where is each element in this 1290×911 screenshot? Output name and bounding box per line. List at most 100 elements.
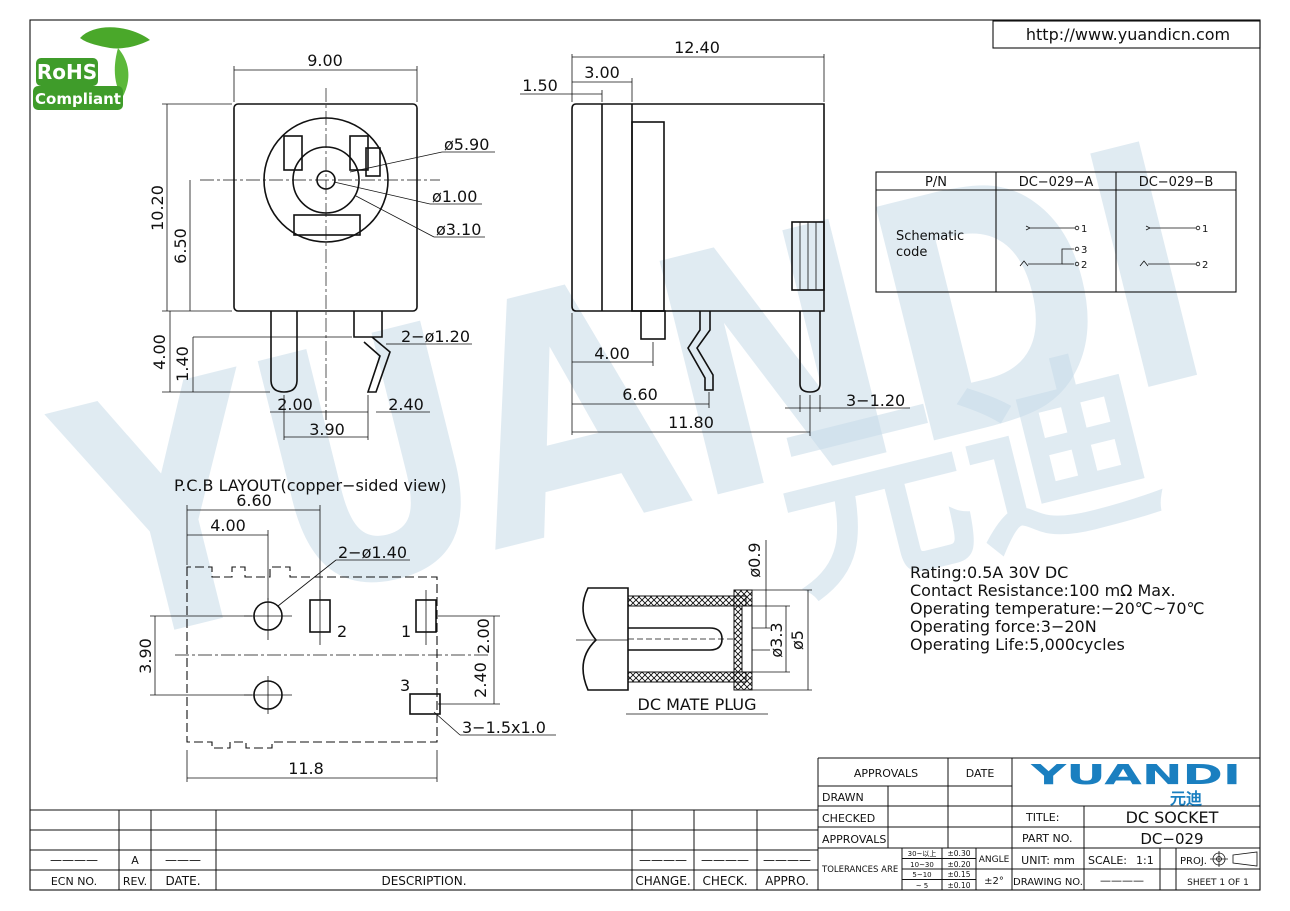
pcb-width: 11.8 — [288, 759, 324, 778]
dim-side-pin-a: 4.00 — [594, 344, 630, 363]
pcb-hole: 2−ø1.40 — [338, 543, 407, 562]
spec-temperature: Operating temperature:−20℃~70℃ — [910, 599, 1205, 618]
approvals-label: APPROVALS — [822, 833, 886, 846]
yuandi-logo-cjk: 元迪 — [1170, 789, 1202, 808]
spec-resistance: Contact Resistance:100 mΩ Max. — [910, 581, 1176, 600]
spec-force: Operating force:3−20N — [910, 617, 1097, 636]
svg-text:1: 1 — [1081, 224, 1087, 235]
checked-label: CHECKED — [822, 812, 875, 825]
pn-table: P/N DC−029−A DC−029−B Schematic code 1 3… — [875, 171, 1237, 293]
rev-header: REV. — [123, 875, 147, 888]
svg-text:————: ———— — [50, 853, 98, 867]
svg-text:1: 1 — [1202, 224, 1208, 235]
pcb-slot: 3−1.5x1.0 — [462, 718, 546, 737]
rohs-logo: RoHS Compliant — [33, 27, 150, 110]
scale-label: SCALE: — [1088, 854, 1127, 867]
specs: Rating:0.5A 30V DC Contact Resistance:10… — [910, 563, 1205, 654]
description-header: DESCRIPTION. — [381, 874, 466, 888]
part-no-label: PART NO. — [1022, 832, 1072, 845]
dim-center-height: 6.50 — [171, 228, 190, 264]
svg-text:~ 5: ~ 5 — [916, 882, 929, 890]
dim-flange-b: 3.00 — [584, 63, 620, 82]
pn-header-a: DC−029−A — [1019, 175, 1094, 190]
pad-3-label: 3 — [400, 676, 410, 695]
appro-header: APPRO. — [765, 874, 809, 888]
svg-text:±0.15: ±0.15 — [948, 870, 971, 879]
dim-pin-step: 1.40 — [173, 346, 192, 382]
dim-front-width: 9.00 — [307, 51, 343, 70]
dim-flange-a: 1.50 — [522, 76, 558, 95]
dim-lead-dia: 2−ø1.20 — [401, 327, 470, 346]
pcb-title: P.C.B LAYOUT(copper−sided view) — [174, 476, 447, 495]
rohs-text: RoHS — [37, 60, 97, 84]
svg-text:————: ———— — [701, 853, 749, 867]
proj-label: PROJ. — [1180, 856, 1207, 867]
drawing-no-value: ———— — [1100, 874, 1144, 887]
pad-1-label: 1 — [401, 622, 411, 641]
spec-rating: Rating:0.5A 30V DC — [910, 563, 1068, 582]
svg-text:————: ———— — [639, 853, 687, 867]
pad-2-label: 2 — [337, 622, 347, 641]
svg-text:2: 2 — [1202, 260, 1208, 271]
dim-pin: ø1.00 — [432, 187, 477, 206]
date-col-header: DATE — [966, 767, 995, 780]
angle-label: ANGLE — [979, 855, 1010, 865]
website-box — [992, 20, 1261, 49]
svg-text:30~以上: 30~以上 — [908, 849, 937, 858]
dim-side-pin-b: 6.60 — [622, 385, 658, 404]
compliant-text: Compliant — [35, 90, 121, 108]
title-label: TITLE: — [1025, 811, 1059, 824]
drawing-no-label: DRAWING NO. — [1013, 877, 1083, 888]
dim-pin-length: 4.00 — [150, 334, 169, 370]
svg-text:±0.20: ±0.20 — [948, 860, 971, 869]
dim-side-body: 11.80 — [668, 413, 714, 432]
drawing-frame — [29, 19, 1261, 891]
part-no-value: DC−029 — [1140, 830, 1203, 848]
check-header: CHECK. — [702, 874, 747, 888]
website-url: http://www.yuandicn.com — [1026, 25, 1230, 44]
revision-block: ———— A ——— ———— ———— ———— ECN NO. REV. D… — [30, 758, 819, 890]
title-block: APPROVALS DATE DRAWN CHECKED APPROVALS T… — [818, 757, 1260, 890]
front-view: 9.00 10.20 6.50 4.00 1.40 ø5.90 ø1.00 ø3… — [148, 51, 495, 440]
rev-value: A — [131, 854, 139, 867]
dim-pin-offset-b: 2.40 — [388, 395, 424, 414]
dc-mate-plug: ø5 ø3.3 ø0.9 DC MATE PLUG — [576, 540, 812, 715]
spec-life: Operating Life:5,000cycles — [910, 635, 1125, 654]
projection-symbol-icon — [1210, 851, 1258, 867]
plug-title: DC MATE PLUG — [638, 695, 757, 714]
dim-hole-outer: ø5.90 — [444, 135, 489, 154]
change-header: CHANGE. — [635, 874, 690, 888]
pn-header: P/N — [925, 175, 947, 190]
drawn-label: DRAWN — [822, 791, 864, 804]
pcb-dim-b: 4.00 — [210, 516, 246, 535]
pcb-dim-left: 3.90 — [136, 638, 155, 674]
plug-dim-a: ø0.9 — [745, 542, 764, 577]
tolerances-label: TOLERANCES ARE — [821, 865, 898, 875]
svg-text:————: ———— — [763, 853, 811, 867]
code-label: code — [896, 245, 927, 260]
svg-text:———: ——— — [165, 853, 201, 867]
scale-value: 1:1 — [1136, 854, 1154, 867]
plug-dim-c: ø5 — [788, 630, 807, 650]
pn-header-b: DC−029−B — [1139, 175, 1214, 190]
ecn-header: ECN NO. — [51, 875, 97, 888]
date-header: DATE. — [165, 874, 200, 888]
svg-text:3: 3 — [1081, 245, 1087, 256]
plug-dim-b: ø3.3 — [767, 622, 786, 657]
pcb-layout: P.C.B LAYOUT(copper−sided view) 2 1 3 6.… — [136, 476, 556, 782]
svg-text:2: 2 — [1081, 260, 1087, 271]
pcb-dim-a: 6.60 — [236, 491, 272, 510]
dim-pin-pitch: 3.90 — [309, 420, 345, 439]
front-body — [233, 103, 418, 312]
sheet-label: SHEET 1 OF 1 — [1187, 878, 1249, 888]
side-view: 12.40 3.00 1.50 4.00 6.60 11.80 3−1.20 — [520, 38, 910, 436]
svg-text:10~30: 10~30 — [910, 861, 934, 869]
dim-pin-offset-a: 2.00 — [277, 395, 313, 414]
svg-text:5~10: 5~10 — [912, 871, 931, 879]
yuandi-logo: YUANDI — [1029, 758, 1241, 791]
pcb-dim-c: 2.00 — [474, 618, 493, 654]
svg-text:±0.10: ±0.10 — [948, 881, 971, 890]
title-value: DC SOCKET — [1126, 808, 1219, 827]
unit-label: UNIT: mm — [1021, 854, 1075, 867]
